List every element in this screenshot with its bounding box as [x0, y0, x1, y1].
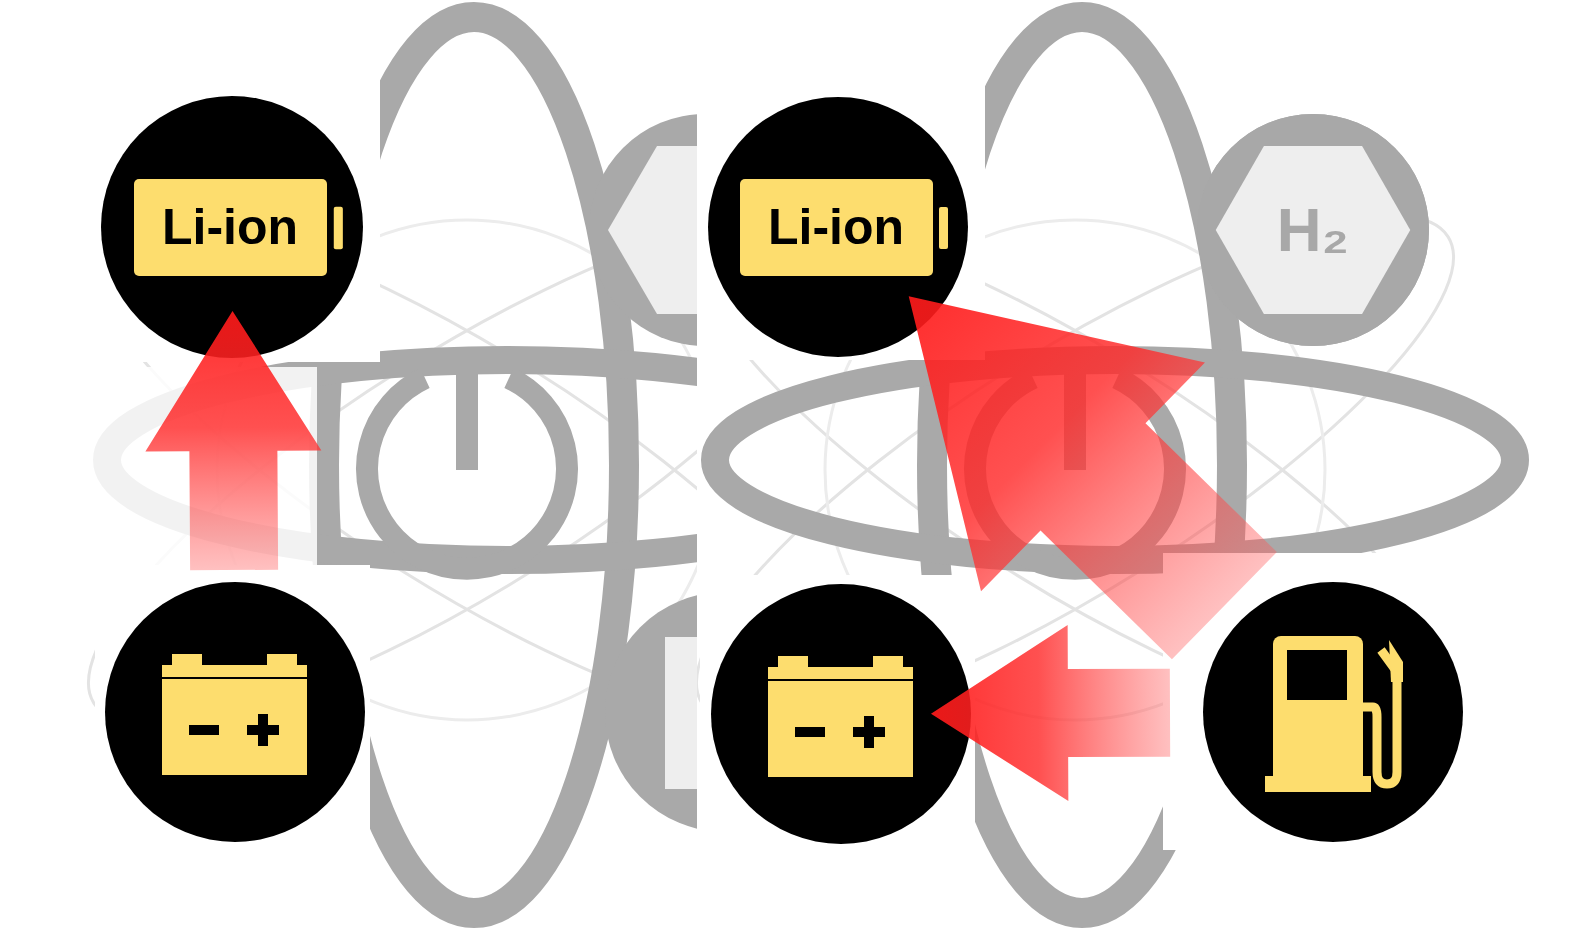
- circle-outline: [105, 582, 365, 842]
- node-label: Li-ion: [740, 179, 933, 276]
- node-shape: [711, 584, 971, 844]
- collage-patch: [95, 565, 370, 860]
- hexagon-symbol: [1216, 146, 1411, 314]
- node-label: Li-ion: [134, 179, 327, 276]
- left-panel: [0, 0, 697, 913]
- collage-patch: [92, 367, 317, 567]
- node-shape: [1203, 582, 1463, 842]
- battery-circle: [711, 584, 971, 844]
- hydrogen-circle: H₂: [1197, 114, 1429, 346]
- red-arrow: [909, 296, 1277, 659]
- circle-outline: [1197, 114, 1429, 346]
- node-shape: [105, 582, 365, 842]
- circle-outline: [101, 96, 363, 358]
- atom-background: [697, 17, 1515, 913]
- battery-nub: [939, 207, 948, 249]
- right-panel: [697, 0, 1515, 913]
- battery-circle: [105, 582, 365, 842]
- collage-patch: [1163, 553, 1465, 850]
- li-ion-circle: Li-ion: [101, 96, 363, 358]
- li-ion-circle: Li-ion: [708, 97, 968, 357]
- collage-patch: [0, 0, 380, 362]
- circle-outline: [711, 584, 971, 844]
- fuel-circle: [1203, 582, 1463, 842]
- circle-outline: [1203, 582, 1463, 842]
- battery-symbol: [768, 656, 913, 777]
- battery-nub: [334, 207, 343, 249]
- collage-patch: [700, 575, 975, 860]
- collage-patch: [697, 0, 985, 360]
- fuel-pump-symbol: [1265, 636, 1403, 792]
- battery-symbol: [162, 654, 307, 775]
- node-label: H₂: [1277, 199, 1349, 261]
- circle-outline: [708, 97, 968, 357]
